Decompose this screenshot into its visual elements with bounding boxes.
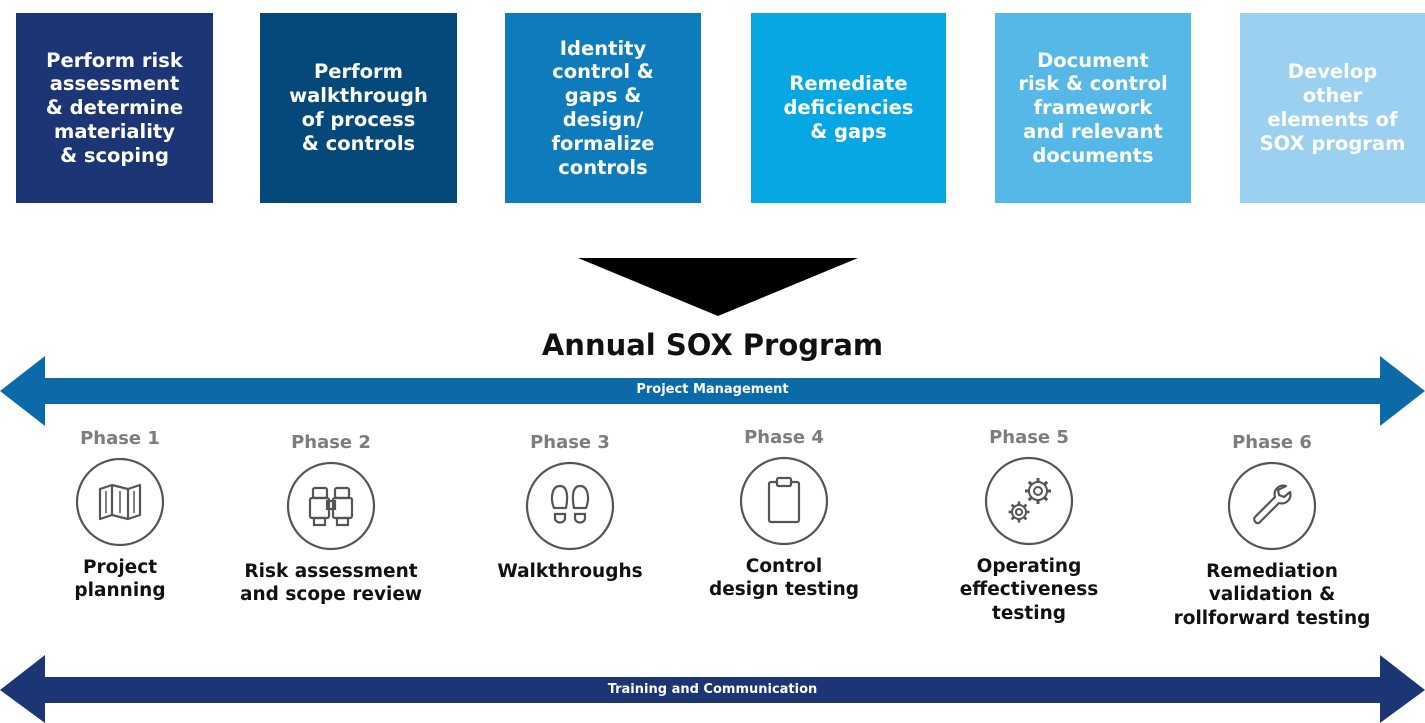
step-box-6: Develop other elements of SOX program bbox=[1240, 13, 1425, 203]
step-label: Identity control & gaps & design/ formal… bbox=[551, 36, 655, 179]
project-management-arrow bbox=[0, 356, 1425, 426]
clipboard-icon bbox=[739, 456, 829, 546]
training-communication-arrow bbox=[0, 655, 1425, 723]
step-box-1: Perform risk assessment & determine mate… bbox=[16, 13, 213, 203]
step-box-3: Identity control & gaps & design/ formal… bbox=[505, 13, 701, 203]
map-icon bbox=[75, 457, 165, 547]
phase-3: Phase 3 Walkthroughs bbox=[460, 432, 680, 583]
step-box-5: Document risk & control framework and re… bbox=[995, 13, 1191, 203]
phase-description: Operating effectiveness testing bbox=[959, 556, 1099, 624]
step-box-2: Perform walkthrough of process & control… bbox=[260, 13, 457, 203]
phase-name: Phase 2 bbox=[291, 432, 371, 453]
phase-1: Phase 1 Project planning bbox=[10, 428, 230, 603]
step-box-4: Remediate deficiencies & gaps bbox=[751, 13, 946, 203]
step-label: Document risk & control framework and re… bbox=[1018, 48, 1168, 167]
phase-2: Phase 2 Risk assessment and scope review bbox=[221, 432, 441, 607]
phase-description: Control design testing bbox=[709, 556, 859, 601]
step-label: Perform walkthrough of process & control… bbox=[289, 60, 428, 155]
phase-name: Phase 5 bbox=[989, 427, 1069, 448]
phase-4: Phase 4 Control design testing bbox=[674, 427, 894, 602]
step-label: Remediate deficiencies & gaps bbox=[783, 72, 914, 143]
wrench-icon bbox=[1227, 461, 1317, 551]
step-label: Perform risk assessment & determine mate… bbox=[45, 48, 184, 167]
phase-6: Phase 6 Remediation validation & rollfor… bbox=[1162, 432, 1382, 630]
binoculars-icon bbox=[286, 461, 376, 551]
phase-description: Project planning bbox=[74, 557, 166, 602]
phase-description: Remediation validation & rollforward tes… bbox=[1173, 561, 1371, 629]
phase-description: Risk assessment and scope review bbox=[240, 561, 422, 606]
program-title: Annual SOX Program bbox=[541, 328, 884, 362]
project-management-label: Project Management bbox=[636, 382, 789, 397]
phase-5: Phase 5 Operating effectiveness testing bbox=[919, 427, 1139, 625]
gears-icon bbox=[984, 456, 1074, 546]
phase-name: Phase 4 bbox=[744, 427, 824, 448]
phase-name: Phase 1 bbox=[80, 428, 160, 449]
training-communication-label: Training and Communication bbox=[607, 682, 818, 697]
phase-description: Walkthroughs bbox=[497, 561, 643, 582]
funnel-arrow bbox=[578, 258, 858, 316]
phase-name: Phase 3 bbox=[530, 432, 610, 453]
footprints-icon bbox=[525, 461, 615, 551]
phase-name: Phase 6 bbox=[1232, 432, 1312, 453]
step-label: Develop other elements of SOX program bbox=[1259, 60, 1406, 155]
